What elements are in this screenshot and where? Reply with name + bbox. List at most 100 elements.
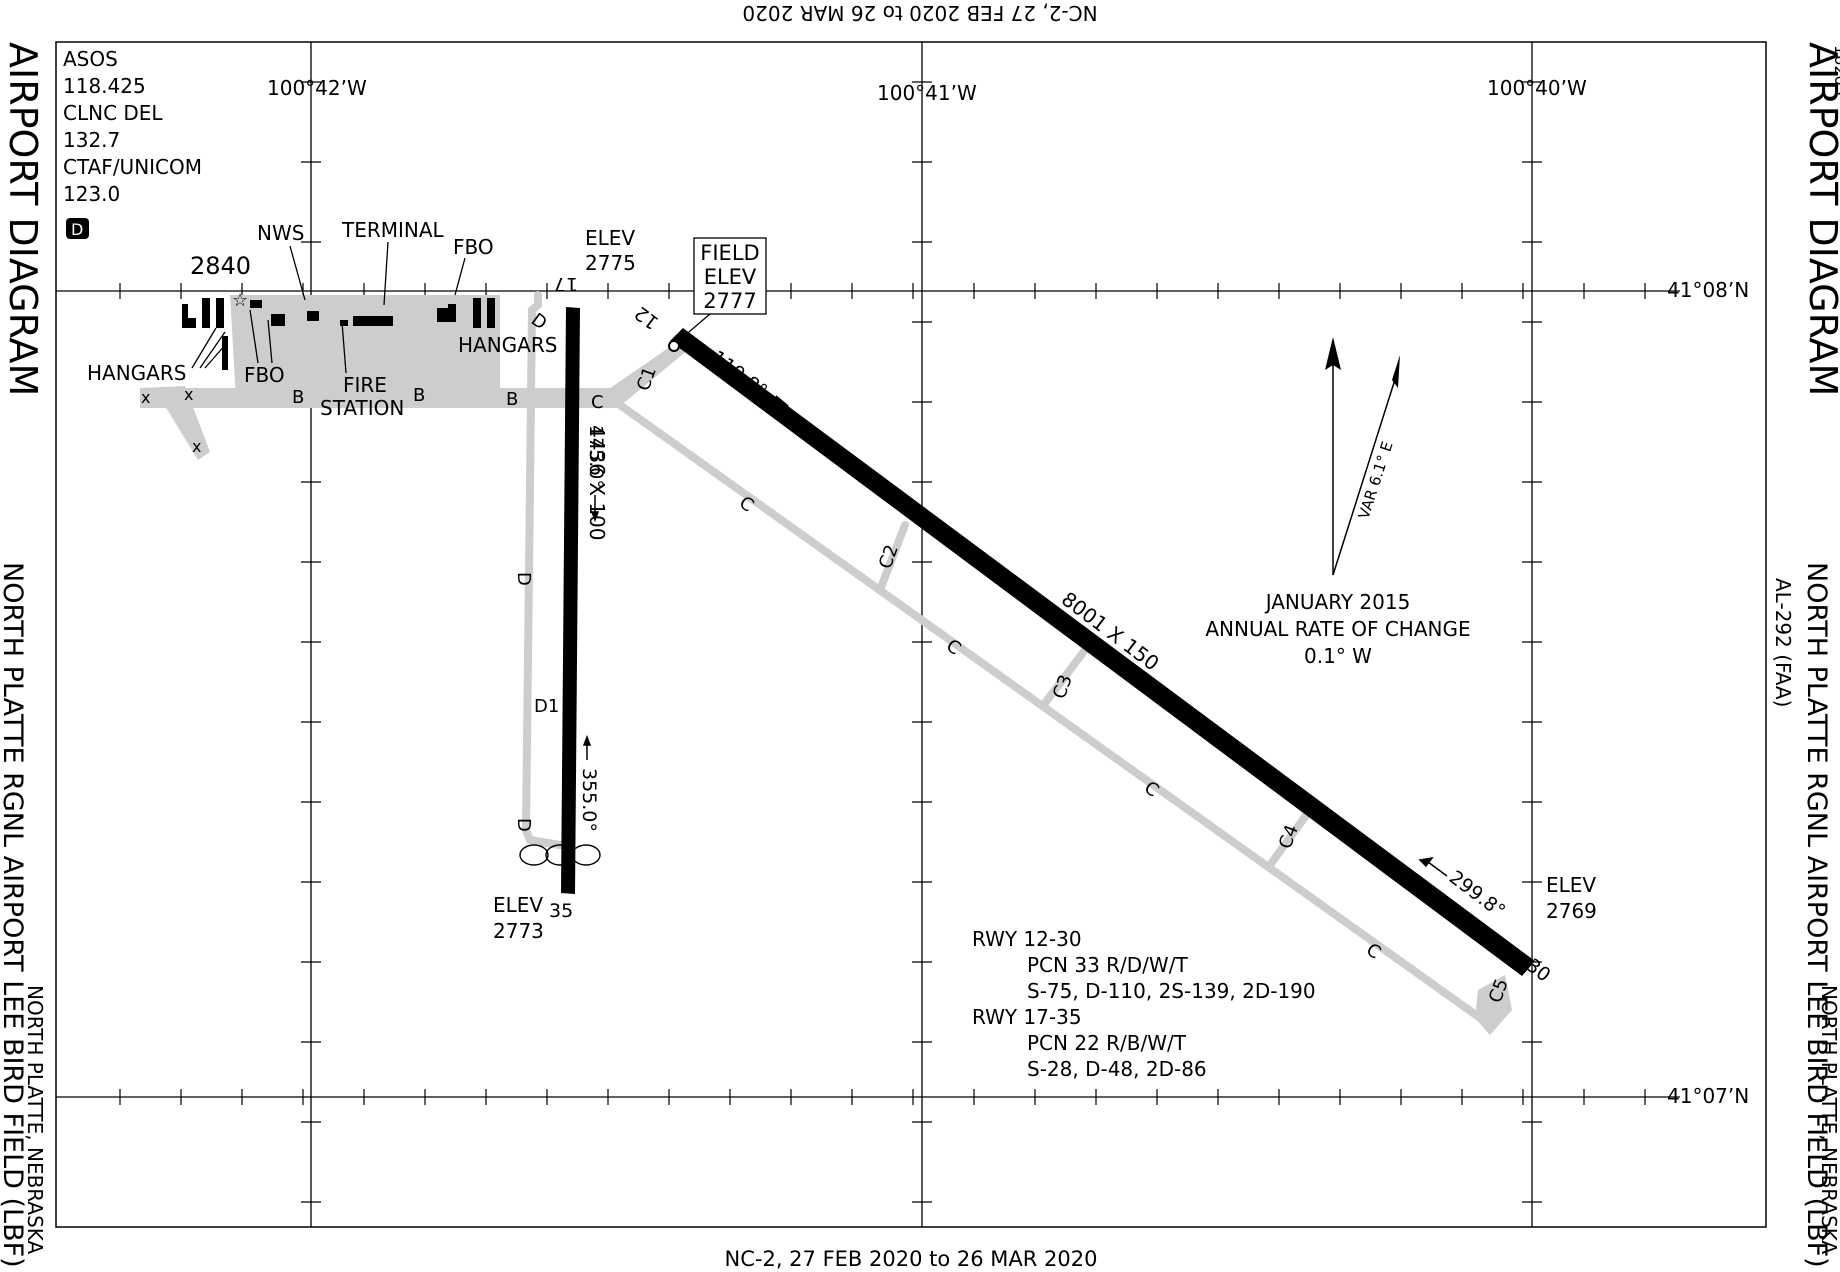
right-title: AIRPORT DIAGRAM (1801, 42, 1840, 396)
field-elevation-point (668, 340, 680, 352)
clnc-label: CLNC DEL (63, 101, 163, 125)
elev-17-label: ELEV (585, 226, 635, 250)
lon-label-1: 100°42’W (267, 76, 367, 100)
svg-text:x: x (184, 385, 193, 404)
taxiway-d1-label: D1 (534, 696, 559, 717)
fire-label: FIRE (343, 373, 387, 397)
lon-label-3: 100°40’W (1487, 76, 1587, 100)
taxiway-lines (521, 291, 1494, 1029)
field-elev-line-1: FIELD (700, 241, 759, 265)
svg-text:x: x (192, 437, 201, 456)
field-elev-leader (675, 313, 711, 344)
runway-17-label: 17 (554, 273, 578, 295)
main-apron (230, 295, 500, 398)
asos-label: ASOS (63, 47, 118, 71)
field-elev-line-2: ELEV (704, 265, 757, 289)
taxiway-c (616, 401, 1494, 1029)
runway-35-label: 35 (549, 900, 573, 922)
field-elev-box (693, 237, 767, 315)
station-label: STATION (320, 396, 404, 420)
taxiway-b-label-2: B (413, 385, 425, 406)
runway-12-30 (670, 328, 1535, 976)
obstacle-star-icon: ☆ (232, 290, 248, 311)
magnetic-rate-label: ANNUAL RATE OF CHANGE (1205, 617, 1470, 641)
obstacle-elevation: 2840 (190, 252, 251, 280)
taxiway-c3 (1041, 646, 1089, 707)
true-north-icon (1325, 337, 1341, 370)
taxiway-c4 (1266, 806, 1314, 869)
magnetic-arrows: VAR 6.1° E (1325, 337, 1400, 576)
taxiway-c1-pavement (600, 340, 688, 406)
lon-label-2: 100°41’W (877, 81, 977, 105)
apron-and-taxiways (140, 295, 1512, 1035)
top-effective-dates: NC-2, 27 FEB 2020 to 26 MAR 2020 (742, 1, 1097, 25)
rwy17-hdg-south: 175.0° (585, 425, 607, 489)
taxiway-d-label-2: D (513, 572, 534, 586)
pcn-rwy2-loads: S-28, D-48, 2D-86 (1027, 1057, 1207, 1081)
taxiway-b-label-3: B (506, 389, 518, 410)
fbo-label-bottom: FBO (244, 363, 285, 387)
pcn-rwy2-value: PCN 22 R/B/W/T (1027, 1031, 1187, 1055)
left-title: AIRPORT DIAGRAM (1, 42, 45, 396)
magnetic-rate: 0.1° W (1304, 644, 1372, 668)
chart-id: AL-292 (FAA) (1771, 578, 1795, 707)
taxiway-b-pavement (140, 388, 620, 408)
bottom-effective-dates: NC-2, 27 FEB 2020 to 26 MAR 2020 (725, 1247, 1098, 1271)
ctaf-label: CTAF/UNICOM (63, 155, 202, 179)
left-airport-name: NORTH PLATTE RGNL AIRPORT LEE BIRD FIELD… (0, 562, 28, 1268)
pcn-rwy1: RWY 12-30 (972, 927, 1082, 951)
elev-35-label: ELEV (493, 893, 543, 917)
left-city: NORTH PLATTE, NEBRASKA (23, 985, 47, 1255)
rwy17-dims: 4436 X 100 (585, 425, 609, 541)
asos-freq: 118.425 (63, 74, 146, 98)
heading-arrows (582, 387, 1448, 877)
leader-lines (191, 241, 466, 374)
pcn-rwy1-loads: S-75, D-110, 2S-139, 2D-190 (1027, 979, 1316, 1003)
taxiway-d-label-3: D (513, 818, 534, 832)
approach-lights-icon (519, 844, 601, 866)
taxiway-c2 (876, 521, 909, 594)
rwy35-hdg-north: 355.0° (578, 768, 600, 832)
elev-30-value: 2769 (1546, 899, 1597, 923)
runway-12-label: 12 (630, 301, 663, 333)
elev-17-value: 2775 (585, 251, 636, 275)
taxiway-d (521, 301, 564, 849)
chart-frame (55, 41, 1767, 1228)
frequency-block: ASOS 118.425 CLNC DEL 132.7 CTAF/UNICOM … (63, 47, 202, 239)
field-elev-line-3: 2777 (703, 289, 756, 313)
buildings (182, 298, 495, 370)
ctaf-freq: 123.0 (63, 182, 120, 206)
d-symbol: D (71, 220, 83, 239)
closed-area-markers: x x x (141, 385, 201, 456)
right-airport-name: NORTH PLATTE RGNL AIRPORT LEE BIRD FIELD… (1801, 562, 1832, 1268)
west-ramp (140, 386, 210, 460)
lat-lon-grid (56, 42, 1680, 1227)
fbo-label-top: FBO (453, 235, 494, 259)
magnetic-info: JANUARY 2015 ANNUAL RATE OF CHANGE 0.1° … (1205, 590, 1470, 668)
terminal-label: TERMINAL (341, 218, 445, 242)
taxiway-b-label-1: B (292, 387, 304, 408)
elev-30-label: ELEV (1546, 873, 1596, 897)
lat-label-2: 41°07’N (1667, 1084, 1749, 1108)
svg-text:x: x (141, 388, 150, 407)
nws-label: NWS (257, 221, 304, 245)
pcn-rwy2: RWY 17-35 (972, 1005, 1082, 1029)
grid-labels: 100°42’W 100°41’W 100°40’W 41°08’N 41°07… (267, 76, 1749, 1108)
pcn-rwy1-value: PCN 33 R/D/W/T (1027, 953, 1188, 977)
hangars-label-left: HANGARS (87, 361, 186, 385)
magnetic-north-icon (1392, 355, 1400, 388)
atis-d-badge-icon (66, 218, 89, 239)
pcn-block: RWY 12-30 PCN 33 R/D/W/T S-75, D-110, 2S… (972, 927, 1316, 1081)
lat-label-1: 41°08’N (1667, 278, 1749, 302)
grid-ticks (119, 81, 1646, 1203)
chart-number: 16203 (1831, 45, 1840, 96)
facility-labels: 2840 NWS TERMINAL FBO FBO HANGARS HANGAR… (87, 218, 1597, 943)
hangars-label-right: HANGARS (458, 333, 557, 357)
field-elev-text: FIELD ELEV 2777 (700, 241, 759, 313)
taxiway-c-label-1: C (591, 392, 604, 413)
magnetic-date: JANUARY 2015 (1264, 590, 1411, 614)
elev-35-value: 2773 (493, 919, 544, 943)
right-city: NORTH PLATTE, NEBRASKA (1817, 985, 1840, 1255)
runway-17-35 (561, 307, 580, 894)
